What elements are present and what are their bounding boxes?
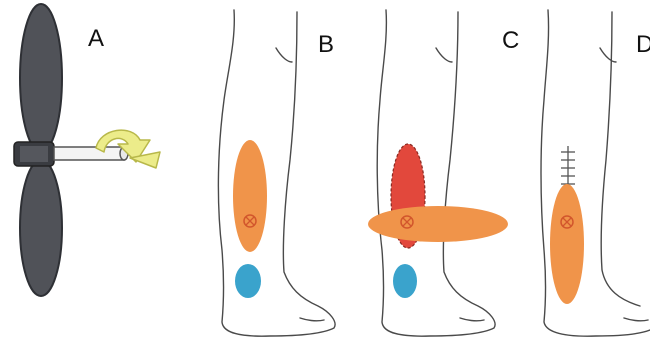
panel-label-c: C [502,27,519,54]
propeller-blade-top [20,4,62,152]
panel-label-a: A [88,25,104,52]
perforator-blue-b [235,264,261,298]
panel-label-d: D [636,31,650,58]
propeller-shaft [54,147,124,160]
flap-orange-inset [550,184,584,304]
panel-label-b: B [318,31,334,58]
perforator-blue-c [393,264,417,298]
flap-orange-b [233,140,267,252]
panel-b: B [218,10,335,336]
propeller-blade-bottom [20,160,62,296]
suture-line [561,146,575,186]
flap-orange-rotated [368,206,508,242]
panel-c: C [368,10,519,336]
panel-a: A [14,4,160,296]
panel-d: D [541,10,650,336]
